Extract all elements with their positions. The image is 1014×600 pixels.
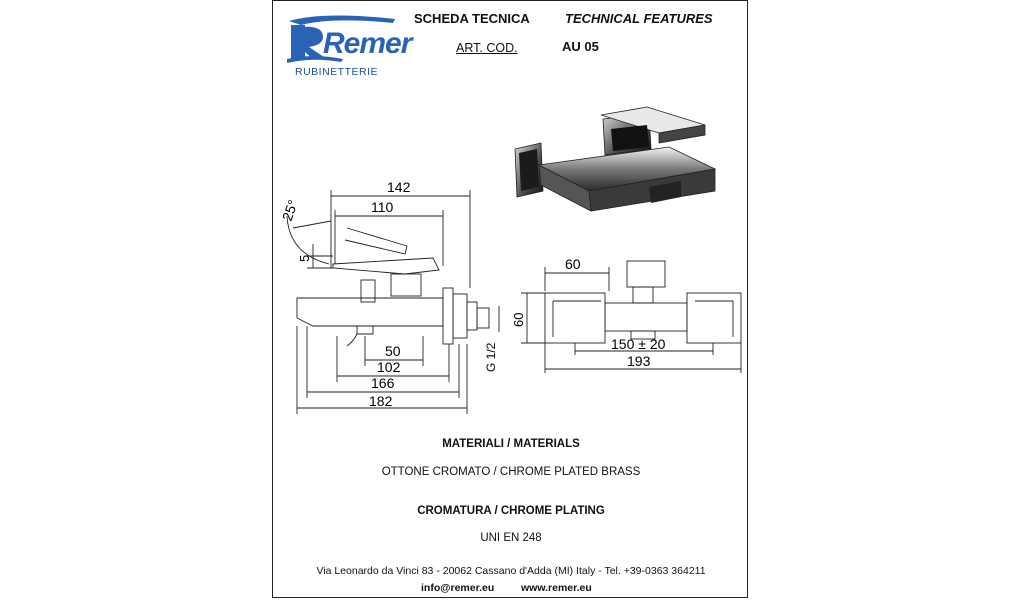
dim-110: 110 <box>371 199 394 215</box>
footer-address: Via Leonardo da Vinci 83 - 20062 Cassano… <box>316 565 706 577</box>
article-code-label: ART. COD. <box>456 41 518 55</box>
article-code-value: AU 05 <box>562 39 599 54</box>
side-view-drawing: 142 110 25° 5 50 102 166 182 G 1/2 <box>279 179 500 414</box>
footer-email[interactable]: info@remer.eu <box>421 582 495 594</box>
remer-logo-mark <box>287 15 395 63</box>
dim-166: 166 <box>371 375 395 391</box>
title-italian: SCHEDA TECNICA <box>414 11 530 26</box>
dim-width-60: 60 <box>565 256 581 272</box>
logo-subtitle: RUBINETTERIE <box>295 66 379 78</box>
plating-title: CROMATURA / CHROME PLATING <box>417 505 605 517</box>
footer-website[interactable]: www.remer.eu <box>521 582 592 594</box>
dim-height-60: 60 <box>511 313 526 327</box>
technical-sheet: Remer RUBINETTERIE SCHEDA TECNICA TECHNI… <box>272 0 748 598</box>
top-view-drawing: 60 60 150 ± 20 193 <box>511 256 742 373</box>
dim-5: 5 <box>297 255 312 262</box>
brand-logo: Remer RUBINETTERIE <box>283 9 412 79</box>
dim-142: 142 <box>387 179 411 195</box>
dim-total-193: 193 <box>627 353 651 369</box>
plating-value: UNI EN 248 <box>480 532 542 544</box>
materials-value: OTTONE CROMATO / CHROME PLATED BRASS <box>381 466 641 478</box>
dim-thread: G 1/2 <box>484 342 498 372</box>
dim-centers: 150 ± 20 <box>611 336 666 352</box>
dim-182: 182 <box>369 393 393 409</box>
materials-title: MATERIALI / MATERIALS <box>442 438 580 450</box>
dim-50: 50 <box>385 343 401 359</box>
title-english: TECHNICAL FEATURES <box>565 11 713 26</box>
dim-angle: 25° <box>279 198 301 223</box>
product-render <box>514 106 717 212</box>
dim-102: 102 <box>377 359 401 375</box>
logo-text: Remer <box>323 27 412 60</box>
